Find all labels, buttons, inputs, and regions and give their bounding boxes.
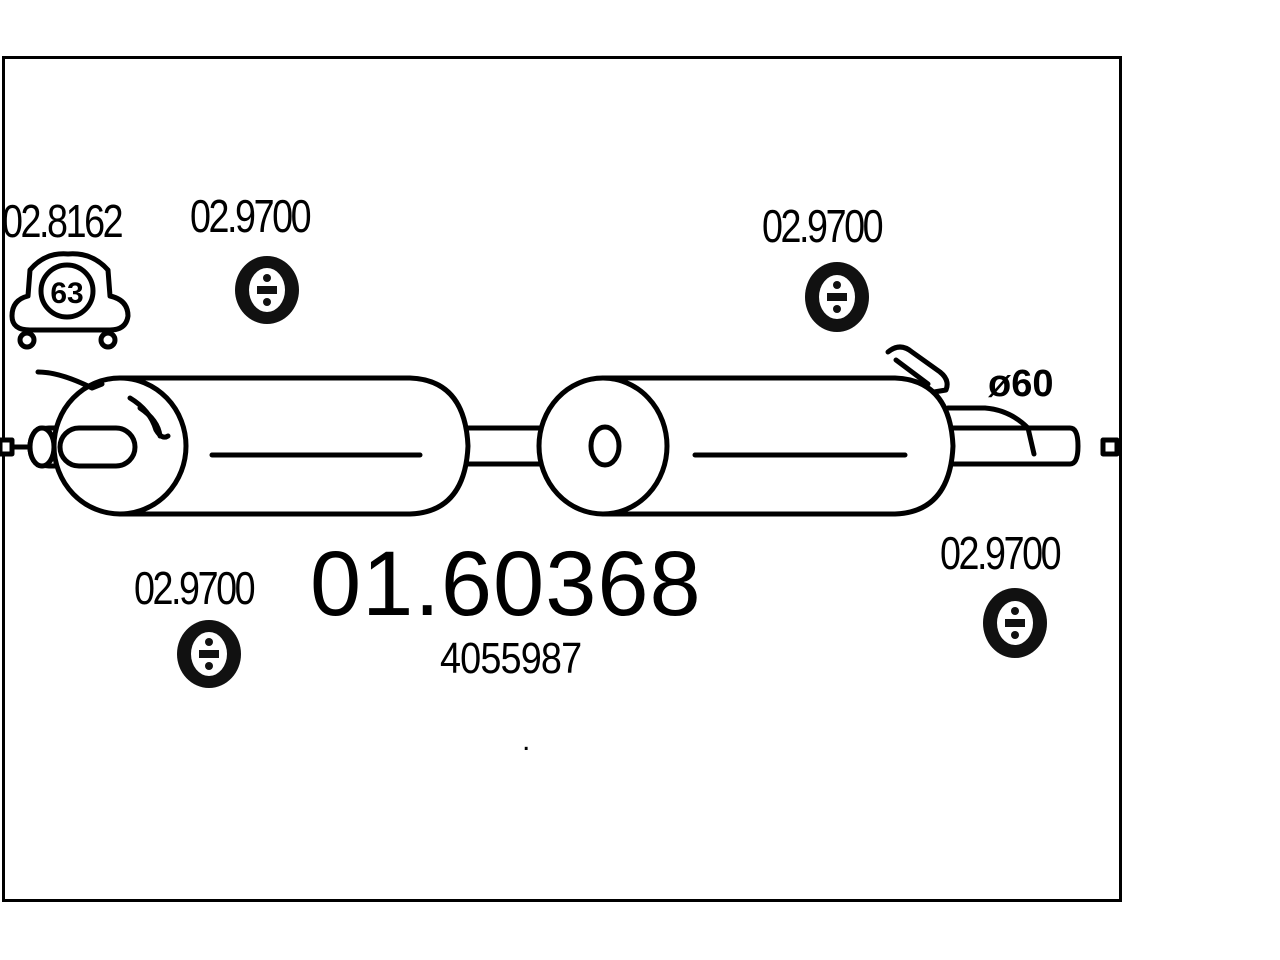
tail-pipe — [945, 405, 1120, 467]
clamp-part-number: 02.8162 — [2, 195, 124, 247]
rear-muffler — [536, 344, 956, 517]
main-part-number: 01.60368 — [310, 533, 702, 635]
diagram-frame — [2, 56, 1122, 902]
diameter-label: ø60 — [988, 363, 1053, 405]
hanger-top-right-icon — [805, 262, 869, 332]
hanger-bottom-right-part-number: 02.9700 — [940, 527, 1062, 579]
footnote-dot: . — [522, 724, 530, 757]
clamp-size-label: 63 — [50, 277, 83, 310]
hanger-bottom-left-icon — [177, 620, 241, 688]
clamp-icon — [9, 251, 131, 350]
hanger-bottom-left-part-number: 02.9700 — [134, 562, 256, 614]
hanger-top-left-icon — [235, 256, 299, 324]
hanger-top-left-part-number: 02.9700 — [190, 190, 312, 242]
rubber-hanger-icon — [177, 256, 1047, 688]
hanger-top-right-part-number: 02.9700 — [762, 200, 884, 252]
hanger-bottom-right-icon — [983, 588, 1047, 658]
oe-number: 4055987 — [440, 634, 582, 683]
front-muffler — [27, 369, 471, 517]
